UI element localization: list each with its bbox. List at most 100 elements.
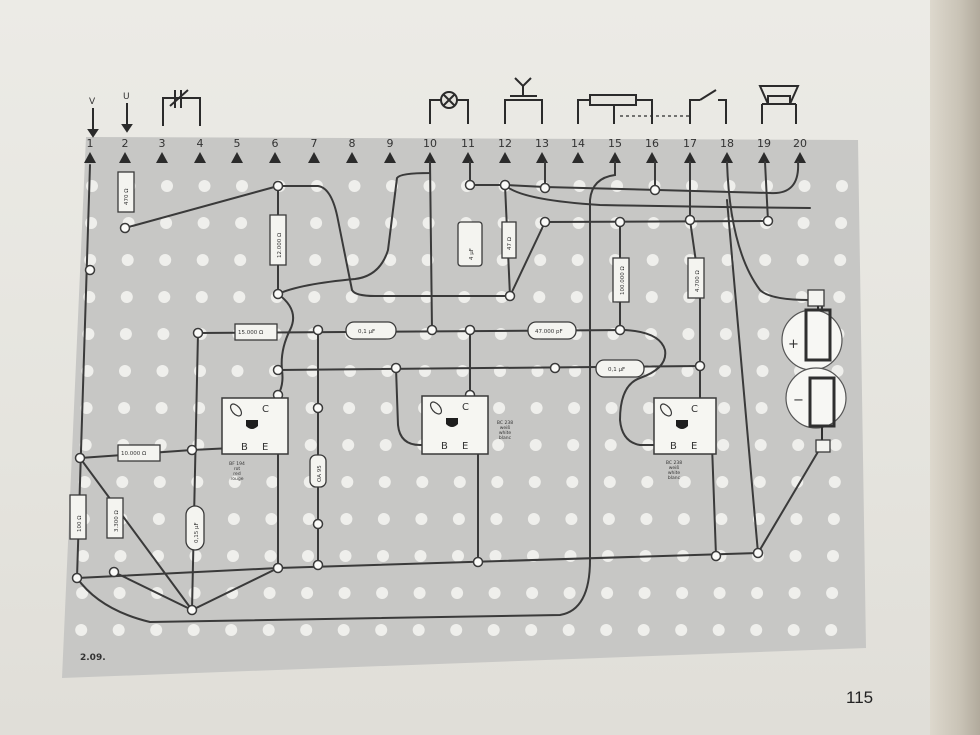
board-dot <box>719 328 732 340</box>
junction <box>192 327 204 339</box>
terminal-arrow-14 <box>572 152 584 163</box>
board-dot <box>344 365 356 377</box>
junction <box>539 182 551 194</box>
board-dot <box>187 624 200 636</box>
board-dot <box>526 587 539 599</box>
board-dot <box>231 365 244 377</box>
capacitor-c3 <box>527 321 577 340</box>
board-dot <box>828 476 841 488</box>
resistor-r9 <box>106 497 124 539</box>
junction <box>684 214 696 226</box>
board-dot <box>413 587 426 599</box>
board-dot <box>795 291 808 303</box>
board-dot <box>262 624 275 636</box>
terminal-number-14: 14 <box>571 137 585 150</box>
transistor-2-caption-en: white <box>499 430 512 436</box>
transistor-3-pin-c: C <box>691 404 698 415</box>
board-dot <box>121 254 134 266</box>
junction <box>649 184 661 196</box>
terminal-arrow-9 <box>384 152 396 163</box>
junction <box>549 362 561 374</box>
board-dot <box>488 587 501 599</box>
junction <box>119 222 131 234</box>
board-dot <box>453 476 466 488</box>
board-dot <box>754 439 767 451</box>
board-dot <box>380 402 393 414</box>
terminal-arrow-13 <box>536 152 548 163</box>
board-dot <box>611 180 623 192</box>
board-dot <box>789 550 802 562</box>
board-dot <box>490 513 503 525</box>
board-dot <box>493 402 506 414</box>
board-dot <box>191 476 204 488</box>
board-dot <box>452 550 464 562</box>
board-dot <box>827 513 840 525</box>
terminal-arrow-16 <box>646 152 658 163</box>
junction <box>74 452 86 464</box>
board-dot <box>678 476 691 488</box>
board-dot <box>301 587 314 599</box>
board-dot <box>422 217 435 229</box>
junction <box>464 179 476 191</box>
transistor-3-pin-b: B <box>670 441 677 452</box>
board-dot <box>77 550 89 562</box>
transistor-2-pin-c: C <box>462 402 469 413</box>
terminal-number-2: 2 <box>122 137 129 150</box>
terminal-number-7: 7 <box>311 137 318 150</box>
transistor-1-caption-fr: rouge <box>231 476 244 482</box>
board-dot <box>563 587 576 599</box>
board-dot <box>225 624 238 636</box>
board-dot <box>638 587 651 599</box>
terminal-arrow-6 <box>269 152 281 163</box>
board-dot <box>637 624 650 636</box>
board-dot <box>235 217 248 229</box>
board-dot <box>603 476 616 488</box>
battery-holder: + − <box>781 289 847 453</box>
value-c5: 0,15 µF <box>194 522 200 543</box>
board-dot <box>160 217 173 229</box>
transistor-1-pin-b: B <box>241 442 248 453</box>
board-dot <box>309 254 322 266</box>
junction <box>312 518 324 530</box>
supply-label-u: U <box>123 92 130 102</box>
resistor-r3 <box>501 221 517 259</box>
board-dot <box>491 476 504 488</box>
board-dot <box>113 587 126 599</box>
capacitor-c4 <box>595 359 645 378</box>
board-dot <box>715 513 728 525</box>
value-r3: 47 Ω <box>507 237 513 250</box>
terminal-number-3: 3 <box>159 137 166 150</box>
board-dot <box>641 476 654 488</box>
board-dot <box>826 587 839 599</box>
junction <box>472 556 484 568</box>
terminal-arrow-row <box>84 152 806 163</box>
board-dot <box>712 624 725 636</box>
board-dot <box>152 513 165 525</box>
junction <box>539 216 551 228</box>
terminal-number-16: 16 <box>645 137 659 150</box>
junction <box>762 215 774 227</box>
resistor-r2 <box>269 214 287 266</box>
board-dot <box>379 439 392 451</box>
board-dot <box>600 624 613 636</box>
board-dot <box>489 550 502 562</box>
transistor-1: C B E BF 194 rot red rouge <box>221 397 289 482</box>
board-dot <box>834 254 847 266</box>
resistor-r5 <box>612 257 630 303</box>
junction <box>84 264 96 276</box>
capacitor-c1 <box>457 221 483 267</box>
transistor-3-caption-type: BC 238 <box>666 460 682 466</box>
terminal-arrow-10 <box>424 152 436 163</box>
board-dot <box>798 180 811 192</box>
board-dot <box>562 624 575 636</box>
transistor-2-caption-de: weiß <box>500 425 511 431</box>
board-dot <box>681 365 694 377</box>
transistor-2-caption-fr: blanc <box>499 435 512 441</box>
resistor-r1 <box>117 171 135 213</box>
board-dot <box>377 513 390 525</box>
junction <box>504 290 516 302</box>
board-dot <box>118 402 131 414</box>
capacitor-c2 <box>345 321 397 340</box>
